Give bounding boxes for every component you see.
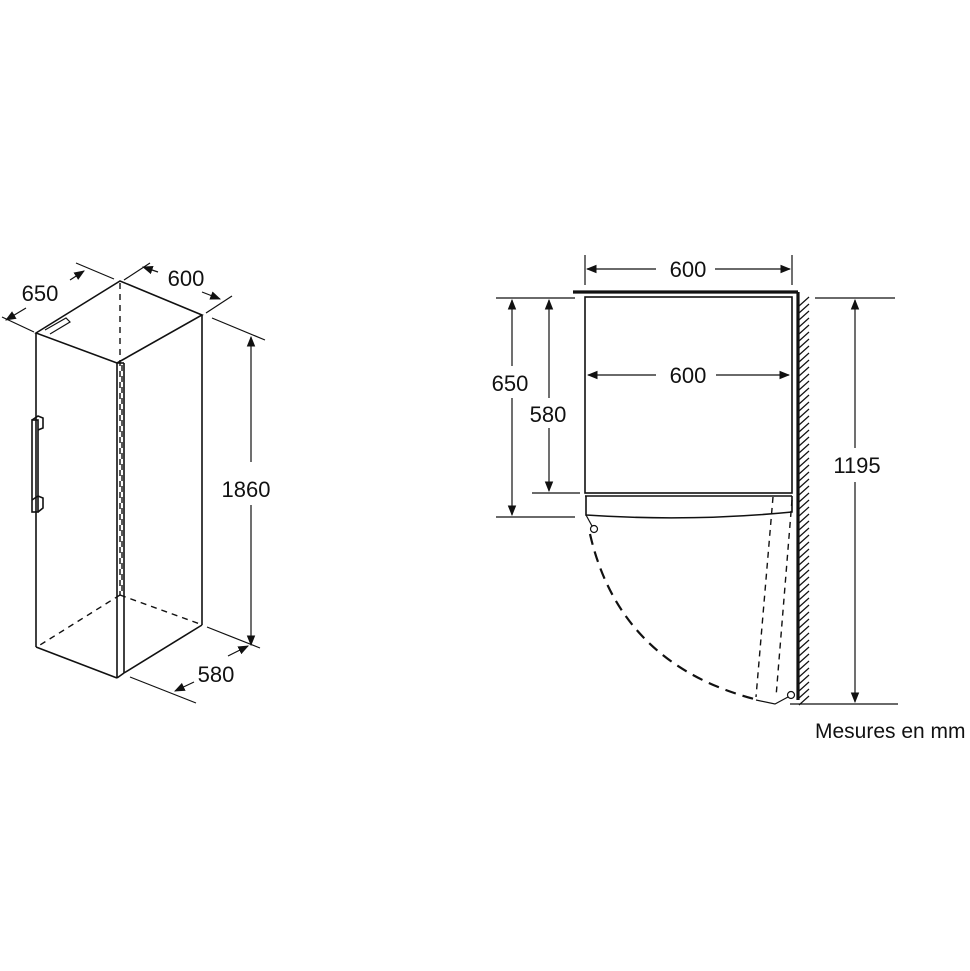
hatch-stroke <box>798 625 810 636</box>
iso-width-label: 600 <box>168 266 205 291</box>
iso-depth-dimension: 650 <box>1 262 115 333</box>
hatch-stroke <box>798 471 810 482</box>
hatch-stroke <box>798 394 810 405</box>
hatch-stroke <box>798 653 810 664</box>
hatch-stroke <box>798 338 810 349</box>
hatch-stroke <box>798 583 810 594</box>
hatch-stroke <box>798 310 810 321</box>
hatch-stroke <box>798 422 810 433</box>
hatch-stroke <box>798 352 810 363</box>
hatch-stroke <box>798 681 810 692</box>
hatch-stroke <box>798 380 810 391</box>
iso-depth-label: 650 <box>22 281 59 306</box>
hatch-stroke <box>798 366 810 377</box>
plan-fridge-view: 600 600 650 580 1195 <box>492 255 966 743</box>
door-handle <box>31 415 44 513</box>
plan-depth-label: 650 <box>492 371 529 396</box>
hatch-stroke <box>798 562 810 573</box>
hatch-stroke <box>798 408 810 419</box>
hatch-stroke <box>798 464 810 475</box>
hatch-stroke <box>798 674 810 685</box>
hatch-stroke <box>798 506 810 517</box>
hatch-stroke <box>798 569 810 580</box>
hatch-stroke <box>798 667 810 678</box>
iso-fridge-view: 650 600 1860 580 <box>1 262 271 704</box>
plan-outer-width-label: 600 <box>670 257 707 282</box>
iso-depth-without-door-dimension: 580 <box>129 645 249 704</box>
hatch-stroke <box>798 485 810 496</box>
hatch-stroke <box>798 401 810 412</box>
hatch-stroke <box>798 387 810 398</box>
hatch-stroke <box>798 429 810 440</box>
plan-inner-width-label: 600 <box>670 363 707 388</box>
plan-depth-without-door-dimension: 580 <box>530 298 580 494</box>
fridge-plan-outline <box>584 296 796 700</box>
iso-width-dimension: 600 <box>123 262 233 314</box>
hatch-stroke <box>798 373 810 384</box>
hatch-stroke <box>798 478 810 489</box>
hatch-stroke <box>798 457 810 468</box>
hatch-stroke <box>798 317 810 328</box>
plan-door-open-depth-label: 1195 <box>833 453 880 478</box>
hatch-stroke <box>798 688 810 699</box>
hatch-stroke <box>798 331 810 342</box>
hatch-stroke <box>798 555 810 566</box>
hatch-stroke <box>798 597 810 608</box>
hatch-stroke <box>798 345 810 356</box>
hatch-stroke <box>798 520 810 531</box>
plan-outer-width-dimension: 600 <box>584 255 793 285</box>
hatch-stroke <box>798 443 810 454</box>
hatch-stroke <box>798 296 810 307</box>
hatch-stroke <box>798 450 810 461</box>
hatch-stroke <box>798 324 810 335</box>
hatch-stroke <box>798 660 810 671</box>
units-note: Mesures en mm <box>815 720 966 743</box>
hatch-stroke <box>798 548 810 559</box>
hatch-stroke <box>798 534 810 545</box>
hinge-icon <box>589 524 599 534</box>
fridge-body-outline <box>34 280 204 679</box>
hatch-stroke <box>798 541 810 552</box>
hatch-stroke <box>798 499 810 510</box>
hatch-stroke <box>798 492 810 503</box>
wall-hatching <box>573 290 810 706</box>
hatch-stroke <box>798 527 810 538</box>
hatch-stroke <box>798 359 810 370</box>
hidden-edges <box>39 283 201 646</box>
hatch-stroke <box>798 618 810 629</box>
hatch-stroke <box>798 611 810 622</box>
iso-depth-without-door-label: 580 <box>198 662 235 687</box>
hatch-stroke <box>798 590 810 601</box>
plan-door-open-depth-dimension: 1195 <box>790 297 898 705</box>
hatch-stroke <box>798 632 810 643</box>
plan-inner-width-dimension: 600 <box>586 363 791 388</box>
door-swing <box>588 496 793 705</box>
hatch-stroke <box>798 576 810 587</box>
hatch-stroke <box>798 415 810 426</box>
iso-height-label: 1860 <box>222 477 271 502</box>
hinge-icon <box>786 690 796 700</box>
iso-height-dimension: 1860 <box>206 317 271 649</box>
plan-depth-without-door-label: 580 <box>530 402 567 427</box>
plan-depth-dimension: 650 <box>492 297 575 518</box>
hatch-stroke <box>798 639 810 650</box>
hatch-stroke <box>798 303 810 314</box>
hatch-stroke <box>798 436 810 447</box>
hatch-stroke <box>798 646 810 657</box>
hatch-stroke <box>798 513 810 524</box>
hatch-stroke <box>798 604 810 615</box>
